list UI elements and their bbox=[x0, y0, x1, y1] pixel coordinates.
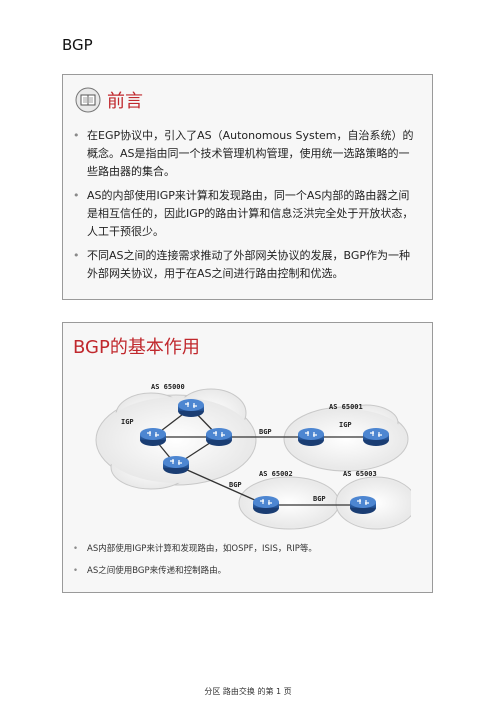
document-title: BGP bbox=[62, 36, 93, 54]
router-icon bbox=[253, 496, 279, 514]
bullet-text: AS之间使用BGP来传递和控制路由。 bbox=[87, 566, 227, 576]
router-icon bbox=[178, 399, 204, 417]
label-bgp-2: BGP bbox=[229, 481, 242, 489]
bullet-dot-icon: • bbox=[73, 566, 79, 576]
bullet-dot-icon: • bbox=[73, 249, 80, 262]
bullet-dot-icon: • bbox=[73, 189, 80, 202]
page-footer: 分区 路由交换 的第 1 页 bbox=[204, 687, 292, 696]
label-as-65001: AS 65001 bbox=[329, 403, 363, 411]
router-icon bbox=[363, 428, 389, 446]
bullet-dot-icon: • bbox=[73, 129, 80, 142]
bullet-text: 在EGP协议中，引入了AS（Autonomous System，自治系统）的概念… bbox=[87, 129, 414, 178]
router-icon bbox=[298, 428, 324, 446]
book-icon bbox=[75, 87, 101, 113]
bullet-text: AS的内部使用IGP来计算和发现路由，同一个AS内部的路由器之间是相互信任的，因… bbox=[87, 189, 414, 238]
bullet-item: • AS的内部使用IGP来计算和发现路由，同一个AS内部的路由器之间是相互信任的，… bbox=[73, 187, 418, 241]
slide-bgp-basic: BGP的基本作用 bbox=[62, 322, 433, 593]
bullet-text: AS内部使用IGP来计算和发现路由，如OSPF，ISIS，RIP等。 bbox=[87, 544, 317, 554]
bullet-item: • AS之间使用BGP来传递和控制路由。 bbox=[73, 563, 418, 579]
cloud-as-65002 bbox=[238, 476, 340, 530]
bullet-text: 不同AS之间的连接需求推动了外部网关协议的发展，BGP作为一种外部网关协议，用于… bbox=[87, 249, 411, 280]
label-bgp-1: BGP bbox=[259, 428, 272, 436]
label-igp-right: IGP bbox=[339, 421, 352, 429]
bullet-item: • 不同AS之间的连接需求推动了外部网关协议的发展，BGP作为一种外部网关协议，用… bbox=[73, 247, 418, 283]
label-bgp-3: BGP bbox=[313, 495, 326, 503]
router-icon bbox=[140, 428, 166, 446]
slide-header: 前言 bbox=[75, 87, 143, 113]
label-as-65002: AS 65002 bbox=[259, 470, 293, 478]
slide-preface: 前言 • 在EGP协议中，引入了AS（Autonomous System，自治系统… bbox=[62, 74, 433, 300]
label-as-65000: AS 65000 bbox=[151, 383, 185, 391]
bgp-network-diagram: AS 65000 AS 65001 IGP IGP BGP AS 65002 A… bbox=[95, 383, 411, 530]
slide-title: 前言 bbox=[107, 91, 143, 112]
bullet-list: • AS内部使用IGP来计算和发现路由，如OSPF，ISIS，RIP等。 • AS之… bbox=[73, 541, 418, 585]
label-as-65003: AS 65003 bbox=[343, 470, 377, 478]
cloud-as-65001 bbox=[283, 404, 409, 472]
bullet-item: • 在EGP协议中，引入了AS（Autonomous System，自治系统）的概… bbox=[73, 127, 418, 181]
label-igp-left: IGP bbox=[121, 418, 134, 426]
bullet-item: • AS内部使用IGP来计算和发现路由，如OSPF，ISIS，RIP等。 bbox=[73, 541, 418, 557]
cloud-as-65000 bbox=[95, 388, 257, 490]
router-icon bbox=[350, 496, 376, 514]
slide-title: BGP的基本作用 bbox=[73, 337, 200, 358]
router-icon bbox=[206, 428, 232, 446]
bullet-list: • 在EGP协议中，引入了AS（Autonomous System，自治系统）的概… bbox=[73, 127, 418, 289]
router-icon bbox=[163, 456, 189, 474]
bullet-dot-icon: • bbox=[73, 544, 79, 554]
